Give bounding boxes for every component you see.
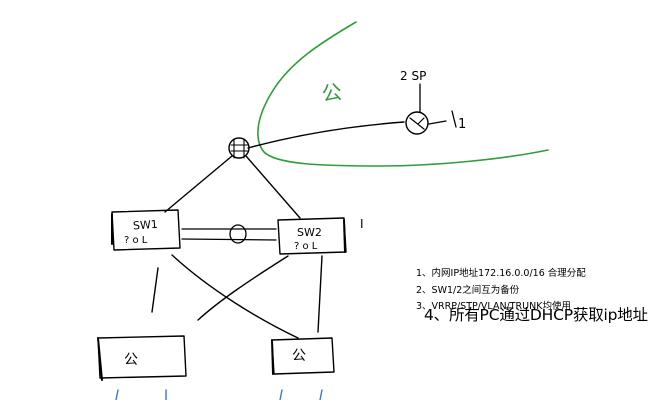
requirement-4: 4、所有PC通过DHCP获取ip地址 bbox=[424, 306, 648, 324]
link-sw2-pc-left bbox=[197, 255, 289, 321]
requirement-1: 1、内网IP地址172.16.0.0/16 合理分配 bbox=[416, 268, 586, 279]
sw2-icon bbox=[277, 217, 347, 255]
host-line-4 bbox=[319, 389, 323, 400]
pc-left-icon bbox=[97, 335, 187, 381]
link-sw1-pc-left bbox=[151, 267, 159, 313]
internet-label: 公 bbox=[320, 79, 343, 106]
pc-right-label: 公 bbox=[292, 348, 306, 364]
text-cursor-icon: I bbox=[360, 217, 364, 231]
host-line-3 bbox=[279, 389, 283, 400]
whiteboard-canvas: 公 2 SP 1 SW1 ? o L SW2 ? o L 公 公 I 1、内网I… bbox=[97, 21, 648, 400]
router-port-label-right: 1 bbox=[458, 117, 466, 132]
requirement-2: 2、SW1/2之间互为备份 bbox=[416, 285, 520, 296]
firewall-icon bbox=[228, 137, 250, 159]
pc-right-icon bbox=[271, 337, 335, 375]
sw1-label: SW1 bbox=[133, 218, 159, 233]
network-topology-sketch: 公 2 SP 1 SW1 ? o L SW2 ? o L 公 公 I bbox=[97, 21, 549, 400]
link-sw1-pc-right bbox=[171, 254, 299, 339]
link-fw-sw2 bbox=[245, 155, 301, 219]
host-line-1 bbox=[115, 389, 119, 400]
sw1-label-line2: ? o L bbox=[124, 235, 148, 246]
sw1-icon bbox=[111, 209, 181, 251]
pc-left-label: 公 bbox=[124, 352, 138, 368]
sw2-label-line2: ? o L bbox=[294, 241, 318, 252]
internet-cloud-boundary bbox=[257, 21, 549, 167]
trunk-line-bottom bbox=[181, 238, 277, 241]
router-port-label-left: 2 SP bbox=[400, 69, 426, 83]
link-sw2-pc-right bbox=[317, 255, 323, 333]
sw2-label: SW2 bbox=[297, 226, 322, 239]
requirement-3: 3、VRRP/STP/VLAN/TRUNK均使用 bbox=[416, 301, 571, 312]
link-fw-sw1 bbox=[164, 155, 233, 213]
trunk-bundle-icon bbox=[229, 224, 247, 244]
isp-router-icon bbox=[405, 83, 457, 135]
wan-link bbox=[247, 121, 405, 149]
